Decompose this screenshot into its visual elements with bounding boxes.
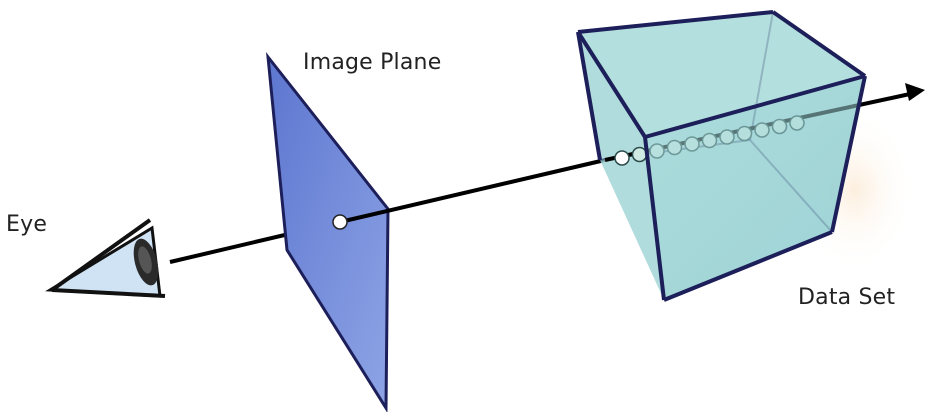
eye-label: Eye [6, 212, 48, 237]
image-plane [266, 52, 390, 412]
arrow-head-icon [905, 83, 925, 101]
data-set-label: Data Set [798, 285, 896, 310]
eye-icon [45, 218, 166, 298]
image-plane-label: Image Plane [303, 50, 442, 75]
data-set-cube-front [576, 10, 867, 302]
plane-intersection-point [332, 214, 348, 230]
sample-point [631, 146, 648, 163]
sample-point [614, 150, 630, 166]
ray-segment-middle [339, 158, 606, 224]
